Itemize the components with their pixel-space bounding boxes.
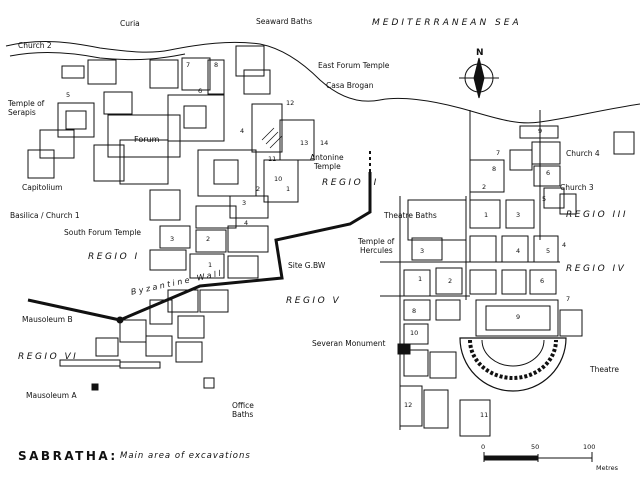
block-number: 8 xyxy=(412,307,417,315)
block-number: 4 xyxy=(244,219,249,227)
region-label-6: REGIO VI xyxy=(18,352,79,362)
block-number: 11 xyxy=(480,411,489,419)
label-antonine-temple: Temple xyxy=(314,162,341,171)
block-number: 13 xyxy=(300,139,309,147)
label-temple-of-hercules: Temple of xyxy=(358,237,395,246)
capitolium xyxy=(93,144,125,182)
block-number: 12 xyxy=(286,99,295,107)
forum-court xyxy=(107,114,181,158)
scale-unit: Metres xyxy=(596,464,619,472)
label-baths: Baths xyxy=(232,410,254,419)
label-capitolium: Capitolium xyxy=(22,183,63,192)
scale-tick-0: 0 xyxy=(481,443,486,451)
label-mausoleum-a: Mausoleum A xyxy=(26,391,77,400)
block-number: 3 xyxy=(242,199,247,207)
block-number: 9 xyxy=(516,313,521,321)
region-label-3: REGIO III xyxy=(566,210,628,220)
label-antonine: Antonine xyxy=(310,153,344,162)
label-theatre: Theatre xyxy=(590,365,620,374)
block-number: 1 xyxy=(484,211,489,219)
block-number: 6 xyxy=(546,169,551,177)
label-serapis: Serapis xyxy=(8,108,36,117)
block-number: 3 xyxy=(420,247,425,255)
label-site-gbw: Site G.BW xyxy=(288,261,326,270)
block-number: 5 xyxy=(66,91,71,99)
block-number: 8 xyxy=(214,61,219,69)
block-number: 1 xyxy=(208,261,213,269)
block-number: 10 xyxy=(274,175,283,183)
block-number: 7 xyxy=(566,295,571,303)
seaward-baths xyxy=(235,45,265,77)
label-forum: Forum xyxy=(134,135,160,144)
label-south-forum-temple: South Forum Temple xyxy=(64,228,142,237)
east-forum-temple xyxy=(167,94,225,142)
block-number: 2 xyxy=(482,183,487,191)
mausoleum-a-marker xyxy=(91,383,99,391)
label-basilica: Basilica / Church 1 xyxy=(10,211,80,220)
label-office: Office xyxy=(232,401,254,410)
label-theatre-baths: Theatre Baths xyxy=(384,211,437,220)
region-label-2: REGIO II xyxy=(322,178,379,188)
block-number: 3 xyxy=(516,211,521,219)
block-number: 8 xyxy=(492,165,497,173)
label-church-2: Church 2 xyxy=(18,41,52,50)
label-east-forum-temple: East Forum Temple xyxy=(318,61,390,70)
block-number: 12 xyxy=(404,401,413,409)
region-label-4: REGIO IV xyxy=(566,264,627,274)
label-church-4: Church 4 xyxy=(566,149,600,158)
severan-monument xyxy=(397,343,411,355)
block-number: 4 xyxy=(562,241,567,249)
block-number: 6 xyxy=(540,277,545,285)
basilica xyxy=(119,139,169,185)
block-number: 1 xyxy=(418,275,423,283)
church-2 xyxy=(61,65,85,79)
casa-brogan-hatch xyxy=(261,127,283,149)
map-subtitle: Main area of excavations xyxy=(120,451,251,461)
label-seaward-baths: Seaward Baths xyxy=(256,17,313,26)
block-number: 3 xyxy=(170,235,175,243)
region-label-1: REGIO I xyxy=(88,252,140,262)
curia xyxy=(103,91,133,115)
north-label: N xyxy=(476,48,484,58)
temple-of-serapis xyxy=(57,102,95,138)
south-forum-temple xyxy=(149,189,181,221)
block-number: 9 xyxy=(538,127,543,135)
theatre-cavea xyxy=(459,337,567,392)
block-number: 2 xyxy=(206,235,211,243)
block-number: 2 xyxy=(448,277,453,285)
block-number: 5 xyxy=(542,195,547,203)
block-number: 2 xyxy=(256,185,261,193)
scale-bar xyxy=(483,452,593,462)
block-number: 7 xyxy=(186,61,191,69)
scale-tick-50: 50 xyxy=(531,443,540,451)
block-number: 6 xyxy=(198,87,203,95)
block-number: 7 xyxy=(496,149,501,157)
coastline-inner xyxy=(9,51,186,61)
block-number: 4 xyxy=(516,247,521,255)
map-title: SABRATHA: xyxy=(18,449,118,463)
block-number: 1 xyxy=(286,185,291,193)
sea-label: MEDITERRANEAN SEA xyxy=(372,18,522,28)
block-number: 14 xyxy=(320,139,329,147)
byzantine-wall xyxy=(27,172,372,322)
north-arrow-icon xyxy=(459,57,499,99)
block-number: 5 xyxy=(546,247,551,255)
block-number: 11 xyxy=(268,155,277,163)
label-temple-of: Temple of xyxy=(8,99,45,108)
block-number: 10 xyxy=(410,329,419,337)
coastline xyxy=(5,41,640,124)
label-church-3: Church 3 xyxy=(560,183,594,192)
block-number: 4 xyxy=(240,127,245,135)
label-severan-monument: Severan Monument xyxy=(312,339,386,348)
theatre-stage-block xyxy=(475,299,559,337)
scale-tick-100: 100 xyxy=(583,443,596,451)
label-hercules: Hercules xyxy=(360,246,393,255)
label-mausoleum-b: Mausoleum B xyxy=(22,315,73,324)
region-label-5: REGIO V xyxy=(286,296,342,306)
label-casa-brogan: Casa Brogan xyxy=(326,81,374,90)
label-curia: Curia xyxy=(120,19,140,28)
antonine-temple xyxy=(197,149,257,197)
